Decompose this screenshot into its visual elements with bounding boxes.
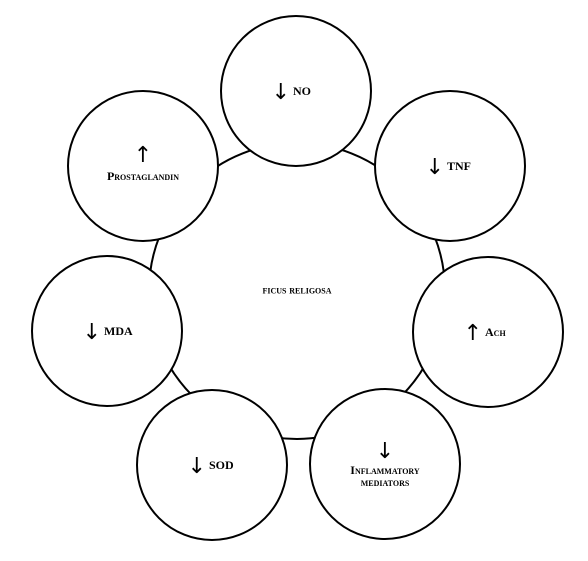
node-no: ↓NO bbox=[220, 15, 372, 167]
node-prostaglandin-circle bbox=[67, 90, 219, 242]
node-no-label: NO bbox=[293, 84, 311, 98]
node-ach-label: Ach bbox=[485, 325, 506, 339]
node-no-circle bbox=[220, 15, 372, 167]
down-arrow-icon: ↓ bbox=[83, 320, 101, 345]
node-inflammatory-mediators-label: mediators bbox=[361, 475, 410, 489]
node-prostaglandin-label: Prostaglandin bbox=[107, 169, 179, 183]
node-sod-label: SOD bbox=[209, 458, 234, 472]
node-mda: ↓MDA bbox=[31, 255, 183, 407]
down-arrow-icon: ↓ bbox=[376, 439, 394, 464]
node-sod-circle bbox=[136, 389, 288, 541]
down-arrow-icon: ↓ bbox=[188, 454, 206, 479]
center-label: ficus religosa bbox=[263, 285, 332, 297]
node-mda-circle bbox=[31, 255, 183, 407]
down-arrow-icon: ↓ bbox=[272, 80, 290, 105]
node-mda-label: MDA bbox=[104, 324, 133, 338]
node-ach: ↑Ach bbox=[412, 256, 564, 408]
node-sod: ↓SOD bbox=[136, 389, 288, 541]
up-arrow-icon: ↑ bbox=[134, 143, 152, 168]
node-inflammatory-mediators-label: Inflammatory bbox=[350, 463, 420, 477]
down-arrow-icon: ↓ bbox=[426, 155, 444, 180]
node-tnf: ↓TNF bbox=[374, 90, 526, 242]
node-tnf-circle bbox=[374, 90, 526, 242]
node-tnf-label: TNF bbox=[447, 159, 471, 173]
effect-nodes: ↓NO↓TNF↑Ach↓Inflammatorymediators↓SOD↓MD… bbox=[31, 15, 564, 541]
up-arrow-icon: ↑ bbox=[464, 321, 482, 346]
node-prostaglandin: ↑Prostaglandin bbox=[67, 90, 219, 242]
node-inflammatory-mediators-circle bbox=[309, 388, 461, 540]
node-ach-circle bbox=[412, 256, 564, 408]
